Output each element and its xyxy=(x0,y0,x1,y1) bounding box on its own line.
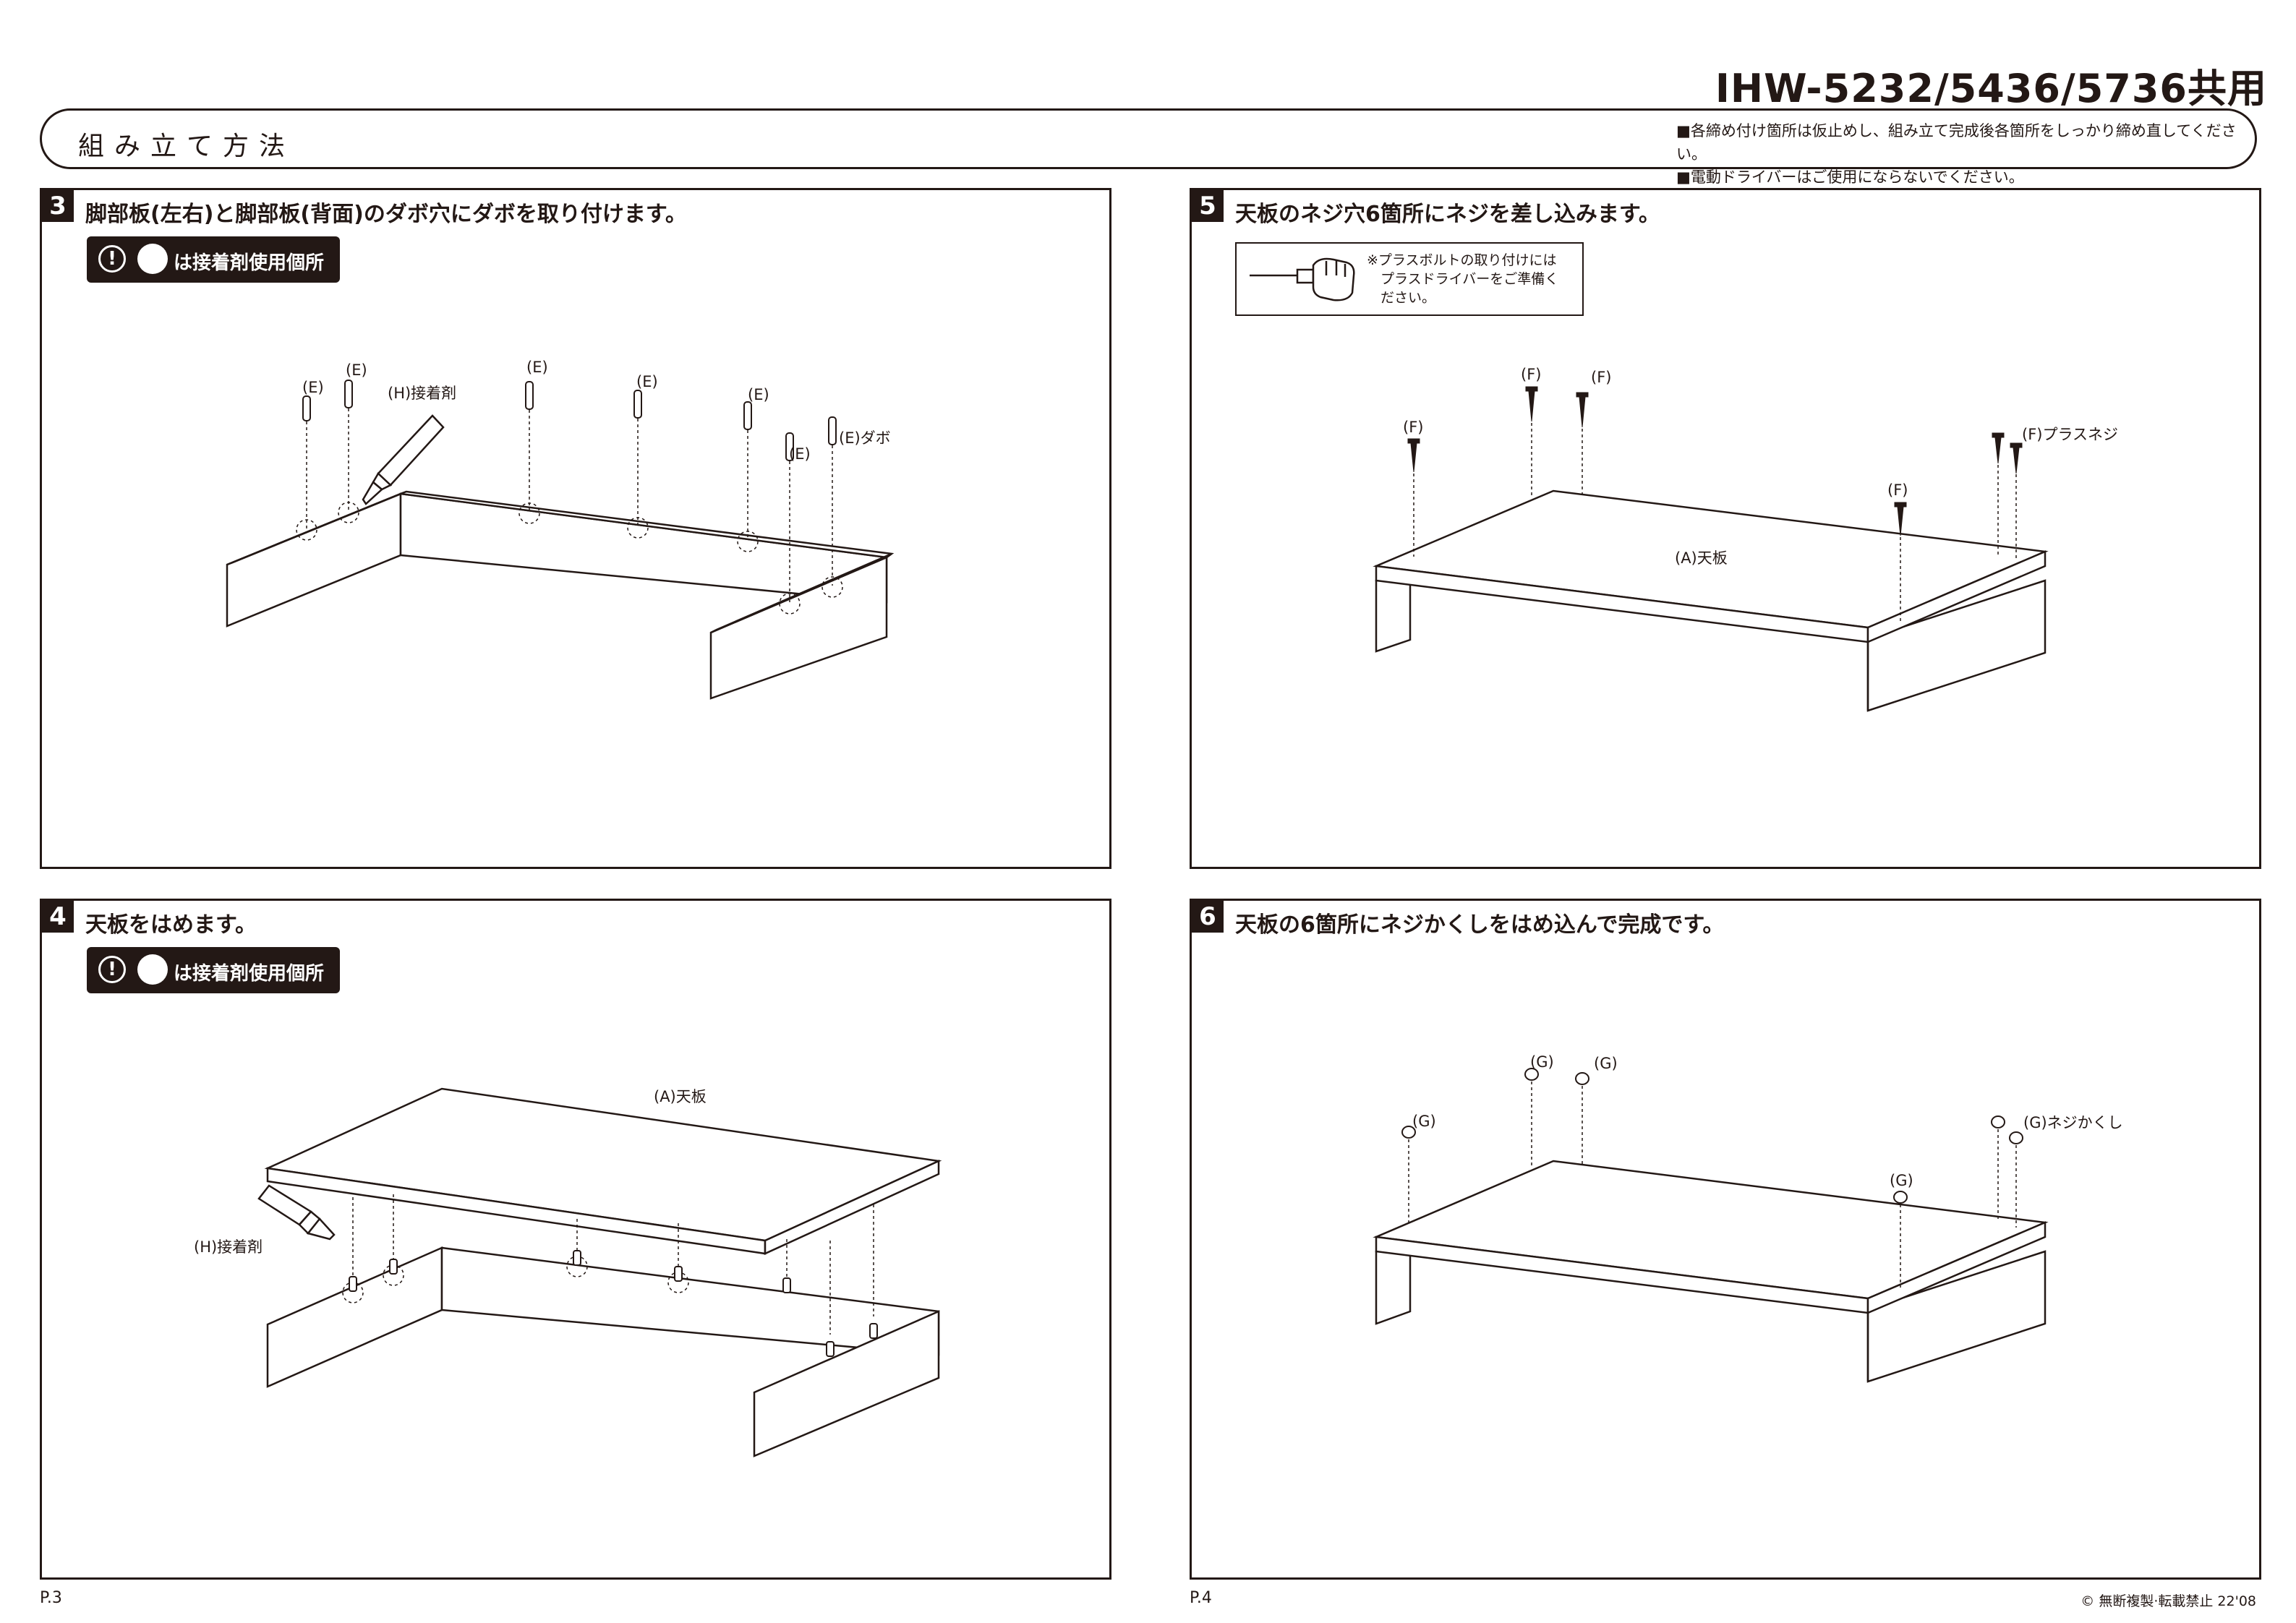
note-tighten: ■各締め付け箇所は仮止めし、組み立て完成後各箇所をしっかり締め直してください。 xyxy=(1676,122,2237,163)
screw-name-label: (F)プラスネジ xyxy=(2022,426,2118,443)
dowel xyxy=(349,1276,357,1292)
cap-label: (G) xyxy=(1594,1055,1618,1072)
dowel xyxy=(782,1277,791,1293)
step-3-panel: 3 脚部板(左右)と脚部板(背面)のダボ穴にダボを取り付けます。 ! は接着剤使… xyxy=(40,188,1111,869)
dowel xyxy=(869,1323,878,1339)
note-no-electric-driver: ■電動ドライバーはご使用にならないでください。 xyxy=(1676,168,2024,186)
page-number-left: P.3 xyxy=(40,1589,62,1607)
screw-cap-diagram: (G) (G) (G) (G) (G)ネジかくし xyxy=(1373,1053,2123,1383)
screw xyxy=(1407,386,2023,536)
copyright: © 無断複製·転載禁止 22'08 xyxy=(2081,1593,2256,1609)
step-title: 天板の6箇所にネジかくしをはめ込んで完成です。 xyxy=(1235,912,1725,938)
dowel xyxy=(525,381,534,410)
glue-badge-text: は接着剤使用個所 xyxy=(174,963,325,985)
tabletop-label: (A)天板 xyxy=(654,1088,707,1105)
assembly-notes: ■各締め付け箇所は仮止めし、組み立て完成後各箇所をしっかり締め直してください。 … xyxy=(1676,119,2255,189)
dowel-label: (E) xyxy=(302,379,324,396)
glue-label: (H)接着剤 xyxy=(388,385,456,402)
right-leg-top xyxy=(710,552,892,634)
cap-label: (G) xyxy=(1530,1053,1554,1071)
dowel xyxy=(344,380,353,408)
glue-badge: ! は接着剤使用個所 xyxy=(87,236,340,283)
screw-label: (F) xyxy=(1403,419,1423,436)
screw-label: (F) xyxy=(1591,369,1611,386)
dowel xyxy=(828,416,837,445)
tabletop-side xyxy=(1866,550,2047,643)
screwdriver-note: ※プラスボルトの取り付けには プラスドライバーをご準備く ださい。 xyxy=(1235,242,1584,316)
glue-badge-text: は接着剤使用個所 xyxy=(174,252,325,274)
page-title: 組み立て方法 xyxy=(78,132,296,161)
screw-cap xyxy=(1524,1068,1539,1081)
step-title: 脚部板(左右)と脚部板(背面)のダボ穴にダボを取り付けます。 xyxy=(85,202,687,227)
screw-cap xyxy=(1575,1072,1589,1085)
dowel-label: (E) xyxy=(636,373,658,390)
dowel-name-label: (E)ダボ xyxy=(839,429,891,447)
step-number: 3 xyxy=(42,190,74,222)
glue-label: (H)接着剤 xyxy=(194,1238,263,1256)
step-5-panel: 5 天板のネジ穴6箇所にネジを差し込みます。 ※プラスボルトの取り付けには プラ… xyxy=(1190,188,2261,869)
glue-tube-icon xyxy=(362,414,445,505)
step-title: 天板をはめます。 xyxy=(85,912,257,938)
dowel xyxy=(785,432,794,461)
dowel xyxy=(674,1266,683,1282)
tabletop-side xyxy=(1866,1221,2047,1314)
step-6-panel: 6 天板の6箇所にネジかくしをはめ込んで完成です。 (G) (G) (G) (G… xyxy=(1190,899,2261,1580)
exclamation-icon: ! xyxy=(98,956,126,983)
screwdriver-icon xyxy=(1250,257,1355,301)
step-number: 4 xyxy=(42,901,74,933)
exclamation-icon: ! xyxy=(98,245,126,273)
dowel xyxy=(389,1259,398,1275)
cap-name-label: (G)ネジかくし xyxy=(2023,1114,2123,1131)
screw-label: (F) xyxy=(1887,481,1908,499)
left-leg-panel xyxy=(226,492,402,628)
dowel xyxy=(743,401,752,430)
circle-mark-icon xyxy=(137,244,168,274)
screw-cap xyxy=(1401,1126,1416,1139)
dowel-label: (E) xyxy=(346,361,367,379)
tabletop-side xyxy=(764,1160,940,1255)
dowel xyxy=(573,1250,581,1266)
dowel-label: (E) xyxy=(526,359,548,376)
glue-tube-icon xyxy=(257,1184,336,1241)
left-leg-panel xyxy=(266,1246,443,1388)
step-title: 天板のネジ穴6箇所にネジを差し込みます。 xyxy=(1235,202,1660,227)
glue-badge: ! は接着剤使用個所 xyxy=(87,947,340,993)
tabletop-label: (A)天板 xyxy=(1675,549,1728,567)
screw-cap xyxy=(1893,1191,1908,1204)
screw-diagram: (F) (F) (F) (F) (F)プラスネジ (A)天板 xyxy=(1373,366,2118,712)
dowel-diagram: (E) (E) (E) (E) (E) (E) (E)ダボ (H)接着剤 xyxy=(226,359,895,700)
circle-mark-icon xyxy=(137,954,168,985)
cap-label: (G) xyxy=(1412,1113,1436,1130)
dowel xyxy=(826,1341,835,1357)
step-4-panel: 4 天板をはめます。 ! は接着剤使用個所 xyxy=(40,899,1111,1580)
dowel xyxy=(633,390,642,419)
step-number: 5 xyxy=(1192,190,1224,222)
right-leg-panel xyxy=(753,1310,940,1457)
back-panel xyxy=(440,1246,940,1356)
screw-cap xyxy=(2009,1131,2023,1144)
dowel-label: (E) xyxy=(789,445,811,463)
header-bar: 組み立て方法 ■各締め付け箇所は仮止めし、組み立て完成後各箇所をしっかり締め直し… xyxy=(40,108,2257,186)
dowel xyxy=(302,395,311,421)
model-number: IHW-5232/5436/5736共用 xyxy=(1715,66,2267,111)
tabletop-fit-diagram: (A)天板 (H)接着剤 xyxy=(194,1087,942,1457)
screw-cap xyxy=(1991,1115,2005,1129)
screw-label: (F) xyxy=(1521,366,1541,383)
dowel-label: (E) xyxy=(748,386,769,403)
screwdriver-note-text: ※プラスボルトの取り付けには プラスドライバーをご準備く ださい。 xyxy=(1367,252,1559,306)
page-number-right: P.4 xyxy=(1190,1589,1212,1607)
step-number: 6 xyxy=(1192,901,1224,933)
cap-label: (G) xyxy=(1890,1172,1913,1189)
